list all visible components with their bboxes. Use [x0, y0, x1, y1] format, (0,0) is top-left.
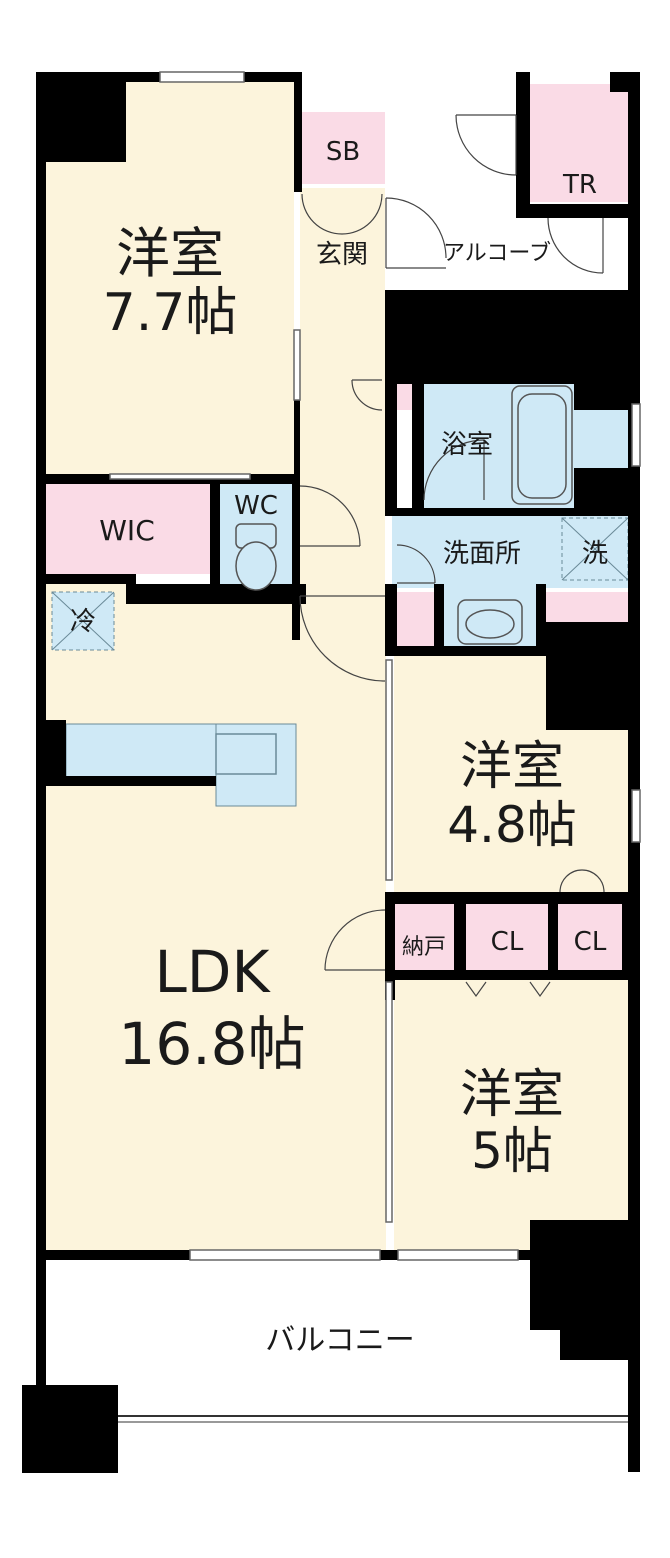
bedroom-main-size: 7.7帖	[103, 283, 238, 343]
room-storage	[394, 904, 454, 970]
closet-2-label: CL	[574, 927, 607, 957]
alcove-label: アルコーブ	[443, 241, 551, 266]
laundry-label: 洗	[582, 539, 608, 569]
balcony-label: バルコニー	[265, 1323, 414, 1358]
balcony-area	[46, 1260, 626, 1472]
storage-label: 納戸	[402, 935, 446, 960]
entry-storage	[394, 380, 412, 410]
doors	[299, 114, 605, 998]
tr-notch	[530, 84, 550, 124]
fridge-label: 冷	[70, 607, 96, 637]
wic-label: WIC	[99, 514, 155, 547]
bedroom-south-size: 5帖	[471, 1122, 553, 1180]
bath-label: 浴室	[441, 430, 493, 460]
kitchen-counter-island	[215, 723, 297, 807]
bedroom-mid-size: 4.8帖	[447, 796, 577, 854]
wc-label: WC	[234, 491, 278, 521]
fridge-x-2	[51, 591, 115, 651]
washroom-label: 洗面所	[443, 539, 521, 569]
fixtures	[235, 385, 573, 645]
bedroom-mid-name: 洋室	[460, 737, 564, 797]
wash-storage-right	[546, 592, 630, 622]
kitchen-sink	[215, 733, 277, 775]
ldk-name: LDK	[154, 938, 271, 1006]
bedroom-south-name: 洋室	[460, 1065, 564, 1125]
windows	[109, 71, 641, 1261]
laundry-x-2	[561, 517, 629, 581]
entrance-label: 玄関	[316, 240, 368, 270]
ldk-size: 16.8帖	[118, 1010, 305, 1078]
room-corridor	[300, 188, 385, 588]
room-closet-1	[466, 904, 548, 970]
wash-storage-left	[394, 592, 434, 646]
room-ldk	[46, 584, 386, 1250]
bath-window-area	[574, 410, 632, 468]
room-closet-2	[558, 904, 622, 970]
room-wic	[46, 484, 210, 574]
tr-label: TR	[562, 170, 597, 200]
bedroom-main-name: 洋室	[116, 222, 224, 285]
closet-1-label: CL	[491, 927, 524, 957]
room-bedroom-south	[394, 980, 630, 1250]
room-sb	[302, 112, 385, 184]
sb-label: SB	[326, 137, 360, 167]
